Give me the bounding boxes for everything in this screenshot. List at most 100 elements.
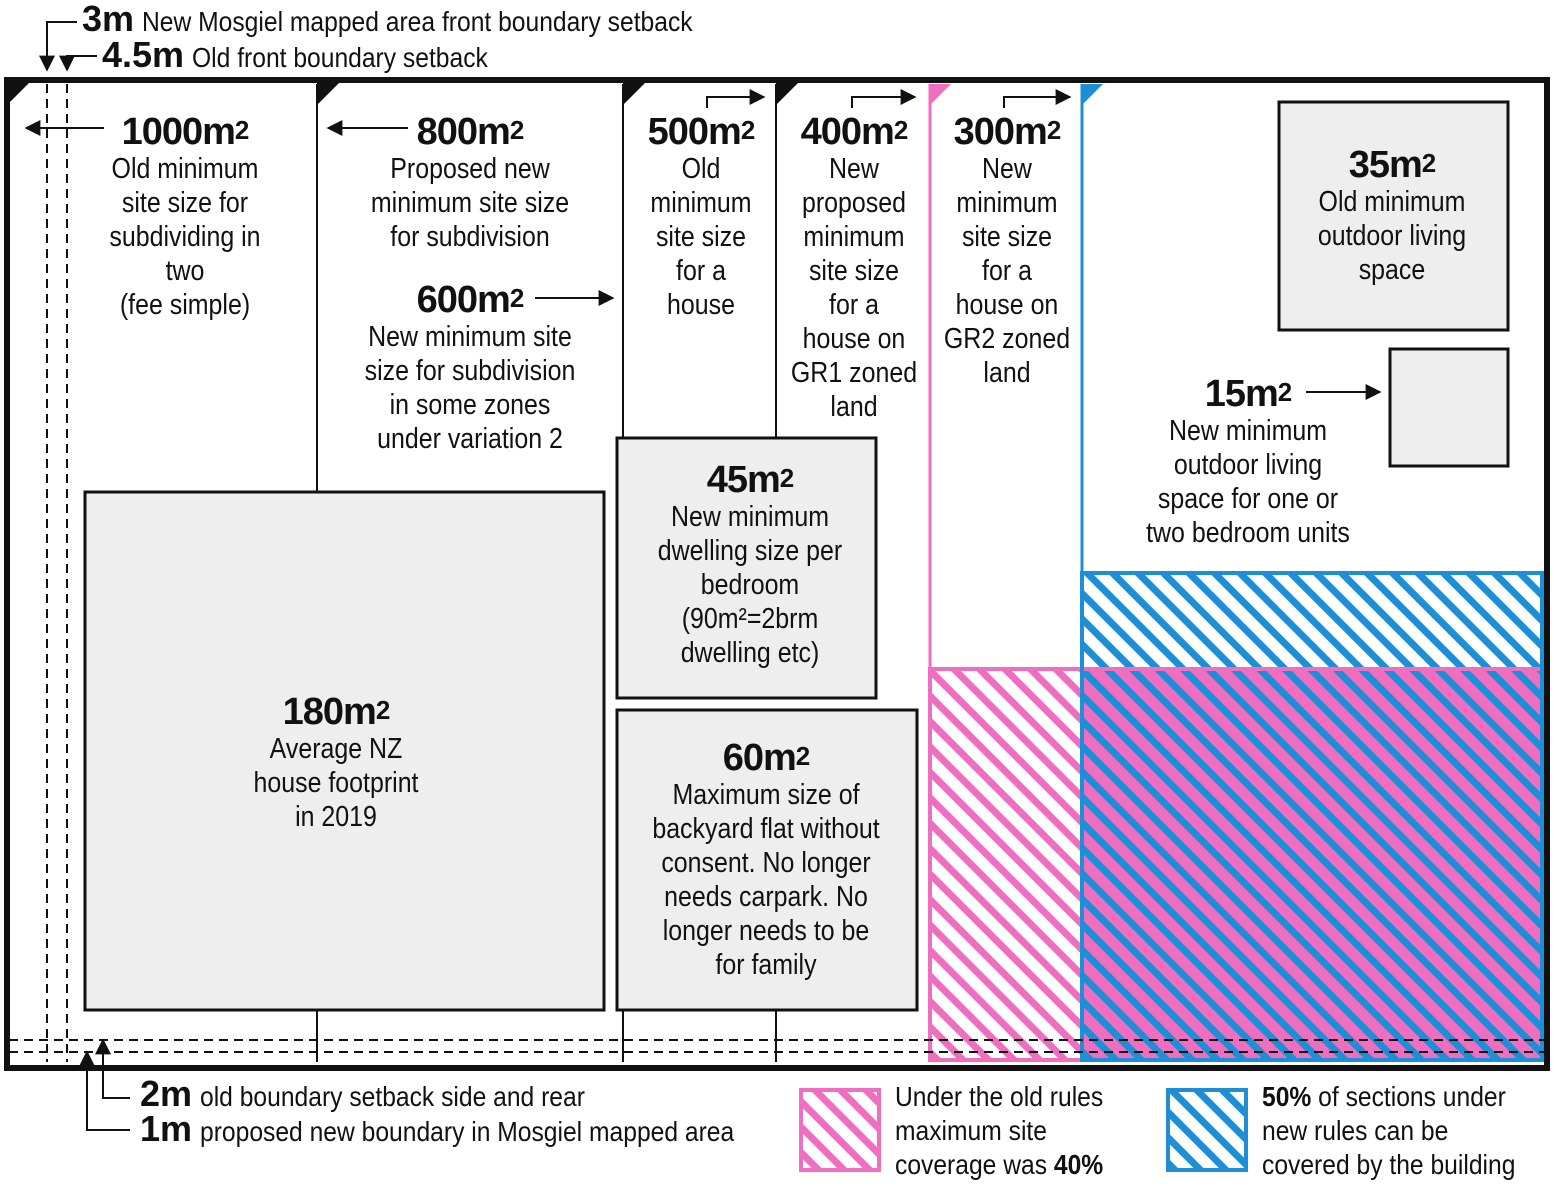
sq: 2 [795,741,811,771]
legend-old-line1: Under the old rules [895,1081,1104,1112]
sq: 2 [375,695,391,725]
area-45-value: 45m [706,459,781,501]
legend-old-text: Under the old rules maximum site coverag… [895,1080,1132,1182]
leader-2m [95,1038,130,1099]
sq: 2 [509,115,525,145]
area-60: 60m2 [621,738,911,778]
sq: 2 [893,115,909,145]
note-1m-value: 1m [140,1108,193,1149]
note-3m-text: New Mosgiel mapped area front boundary s… [141,6,693,37]
area-1000-value: 1000m [121,111,236,153]
sq: 2 [1277,377,1293,407]
box-15 [1388,347,1510,468]
area-15: 15m2 [1098,374,1398,414]
note-3m-value: 3m [82,0,135,39]
legend-new-line1: 50% of sections under [1262,1081,1506,1112]
new-coverage-outline [1080,571,1544,1062]
arrow-500 [706,89,766,108]
box-45 [615,436,878,700]
leader-3m [39,21,77,72]
area-35-value: 35m [1348,144,1423,186]
sq: 2 [509,283,525,313]
legend-new-percent: 50% [1262,1081,1312,1112]
box-180 [83,490,606,1012]
corner-tab-400 [776,82,799,105]
note-2m: 2m old boundary setback side and rear [140,1076,637,1114]
note-4-5m: 4.5m Old front boundary setback [102,37,528,75]
arrow-400 [851,89,917,108]
area-60-value: 60m [722,737,797,779]
area-600-value: 600m [416,279,511,321]
area-800-value: 800m [416,111,511,153]
note-2m-value: 2m [140,1073,193,1114]
area-180-value: 180m [282,691,377,733]
legend-old-line3: coverage was 40% [895,1149,1104,1180]
legend-new-line3: covered by the building [1262,1149,1516,1180]
area-300-value: 300m [953,111,1048,153]
legend-new-swatch [1166,1088,1248,1172]
note-1m: 1m proposed new boundary in Mosgiel mapp… [140,1111,807,1149]
area-45: 45m2 [628,460,873,500]
note-1m-text: proposed new boundary in Mosgiel mapped … [199,1116,735,1147]
area-300: 300m2 [932,112,1082,152]
site-boundary [4,77,1550,1071]
leader-4-5m [59,55,97,72]
legend-old-percent: 40% [1053,1149,1104,1180]
area-800: 800m2 [325,112,615,152]
note-4-5m-text: Old front boundary setback [191,42,488,73]
area-500: 500m2 [626,112,776,152]
note-2m-text: old boundary setback side and rear [199,1081,585,1112]
area-500-value: 500m [647,111,742,153]
new-coverage-hatch [1082,573,1542,669]
area-400: 400m2 [779,112,929,152]
box-60 [615,708,919,1012]
box-35 [1277,100,1510,332]
old-coverage-hatch [930,669,1082,1060]
corner-tab-500 [623,82,646,105]
corner-tab-300 [930,84,951,105]
area-1000: 1000m2 [75,112,295,152]
area-35: 35m2 [1282,145,1502,185]
area-15-value: 15m [1204,373,1279,415]
sq: 2 [1421,148,1437,178]
sq: 2 [740,115,756,145]
sq: 2 [779,463,795,493]
legend-new-line2: new rules can be [1262,1115,1449,1146]
sq: 2 [1046,115,1062,145]
leader-1m [79,1050,130,1131]
overlap-coverage-hatch [1082,669,1542,1060]
legend-new-text: 50% of sections under new rules can be c… [1262,1080,1550,1182]
sq: 2 [234,115,250,145]
corner-tab-800 [317,82,340,105]
area-180: 180m2 [206,692,466,732]
corner-tab-1000 [9,82,30,103]
area-600: 600m2 [325,280,615,320]
note-3m: 3m New Mosgiel mapped area front boundar… [82,0,768,39]
corner-tab-outdoor [1082,84,1103,105]
legend-old-swatch [799,1088,881,1172]
note-4-5m-value: 4.5m [102,34,185,75]
arrow-300 [1003,89,1072,108]
legend-old-line2: maximum site [895,1115,1047,1146]
